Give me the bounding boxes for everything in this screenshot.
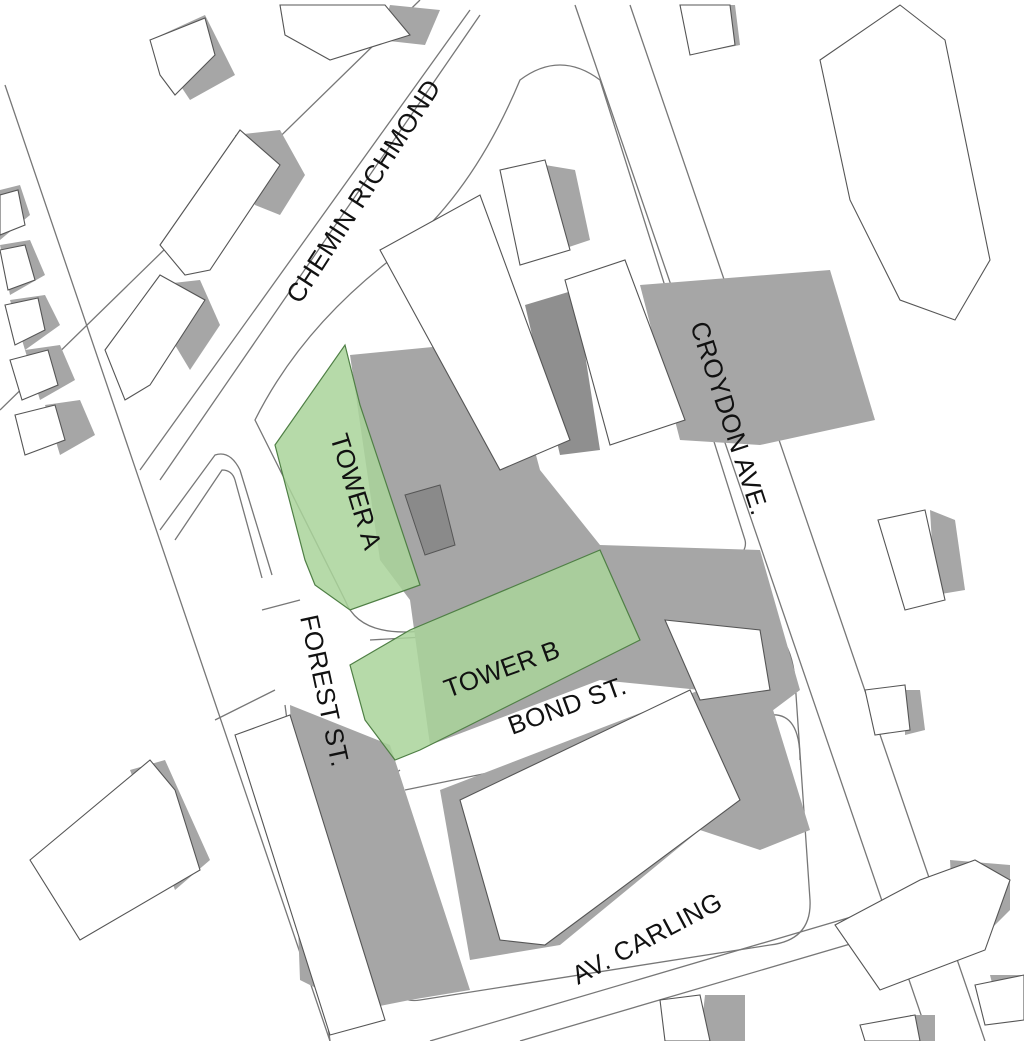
tower-a-footprint[interactable]	[274, 343, 421, 611]
buildings	[0, 4, 1024, 1041]
tower-b-footprint[interactable]	[349, 549, 641, 761]
proposed-towers	[274, 343, 641, 761]
